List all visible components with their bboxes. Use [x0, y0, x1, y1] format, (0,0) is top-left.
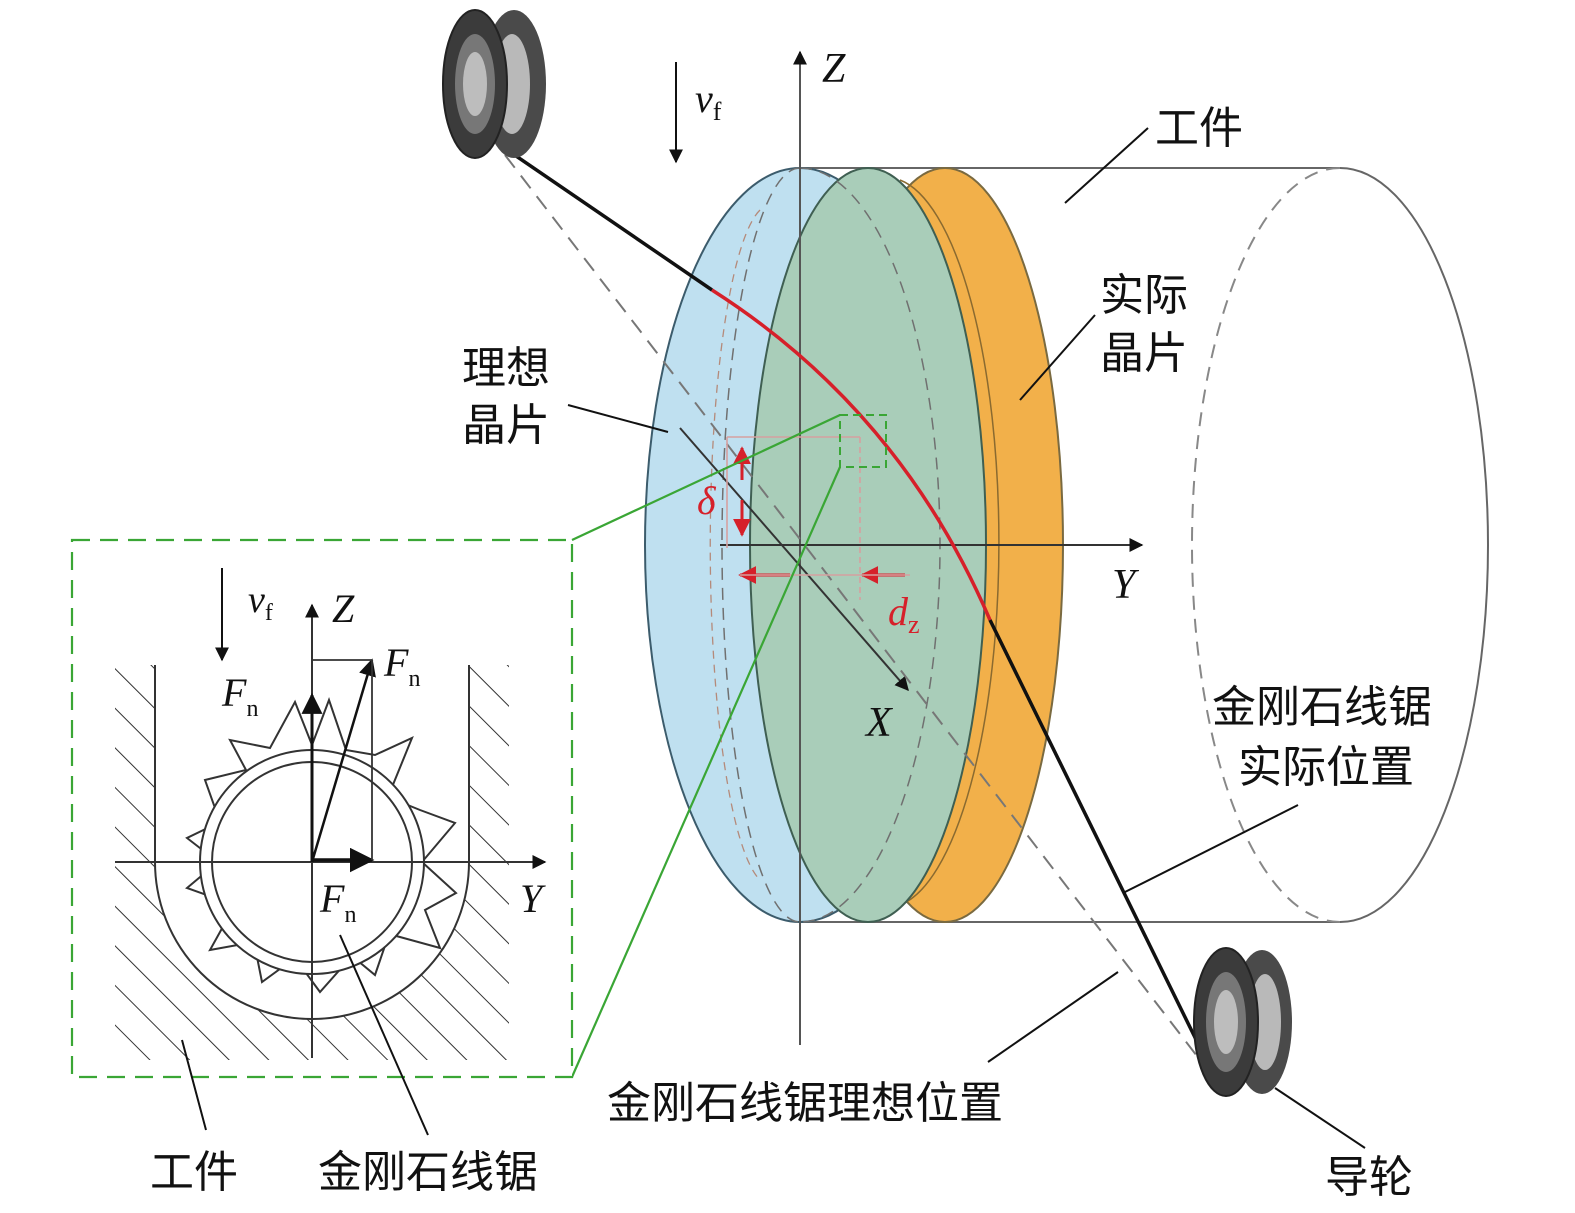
- label-actual-wafer-2: 晶片: [1100, 328, 1188, 379]
- guide-wheel-top: [442, 9, 546, 159]
- symbol-vf: vf: [695, 76, 722, 126]
- wire-actual-lower: [988, 619, 1212, 1069]
- symbol-delta: δ: [697, 478, 717, 523]
- symbol-axis-x: X: [864, 700, 894, 746]
- label-ideal-wafer-1: 理想: [462, 343, 550, 394]
- guide-wheel-bottom: [1193, 947, 1292, 1097]
- label-workpiece: 工件: [1155, 103, 1243, 154]
- wire-deflected-red: [711, 288, 992, 621]
- symbol-axis-y: Y: [1112, 562, 1140, 608]
- inset-symbol-y: Y: [520, 876, 546, 921]
- inset-detail: [115, 568, 547, 1136]
- label-actual-wafer-1: 实际: [1100, 270, 1188, 321]
- symbol-dz: dz: [888, 589, 920, 639]
- label-guide-wheel: 导轮: [1325, 1152, 1413, 1203]
- fn-resultant-arrow: [310, 658, 376, 863]
- symbol-axis-z: Z: [822, 46, 846, 92]
- symbol-labels: vf Z Y X δ dz vf Z Y Fn Fn Fn: [221, 46, 1140, 928]
- label-inset-wire: 金刚石线锯: [318, 1147, 538, 1198]
- inset-symbol-vf: vf: [248, 579, 273, 626]
- label-wire-actual-1: 金刚石线锯: [1212, 682, 1432, 733]
- workpiece-cylinder: [800, 167, 1489, 923]
- label-ideal-wafer-2: 晶片: [462, 400, 550, 451]
- symbol-fn-right: Fn: [383, 640, 420, 692]
- wire-ideal-line: [504, 154, 1201, 1061]
- wires: [499, 143, 1212, 1069]
- inset-symbol-z: Z: [332, 586, 355, 631]
- label-wire-ideal: 金刚石线锯理想位置: [607, 1078, 1003, 1129]
- symbol-fn-bottom: Fn: [319, 876, 356, 928]
- text-labels: 工件 实际 晶片 理想 晶片 金刚石线锯 实际位置 金刚石线锯理想位置 导轮 工…: [150, 103, 1432, 1203]
- zoom-source-box: [839, 414, 887, 468]
- wire-actual-upper: [499, 143, 713, 292]
- symbol-fn-left: Fn: [221, 670, 258, 722]
- label-inset-workpiece: 工件: [150, 1147, 238, 1198]
- label-wire-actual-2: 实际位置: [1238, 742, 1414, 793]
- leader-lines: [567, 127, 1366, 1149]
- dimension-marks: [726, 436, 910, 600]
